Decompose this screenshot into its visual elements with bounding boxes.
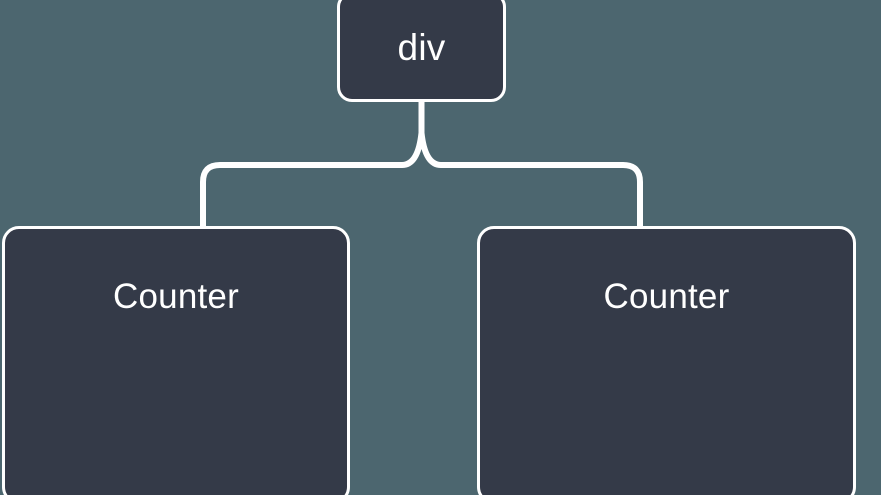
node-counter-right[interactable]: Counter count 1: [477, 226, 856, 495]
node-counter-left[interactable]: Counter count 0: [2, 226, 350, 495]
node-counter-left-title: Counter: [113, 277, 239, 316]
connector-to-left-child: [200, 132, 425, 226]
node-counter-right-title: Counter: [603, 277, 730, 316]
node-root-div[interactable]: div: [337, 0, 506, 102]
node-root-label: div: [397, 26, 446, 68]
connector-to-right-child: [418, 132, 643, 226]
